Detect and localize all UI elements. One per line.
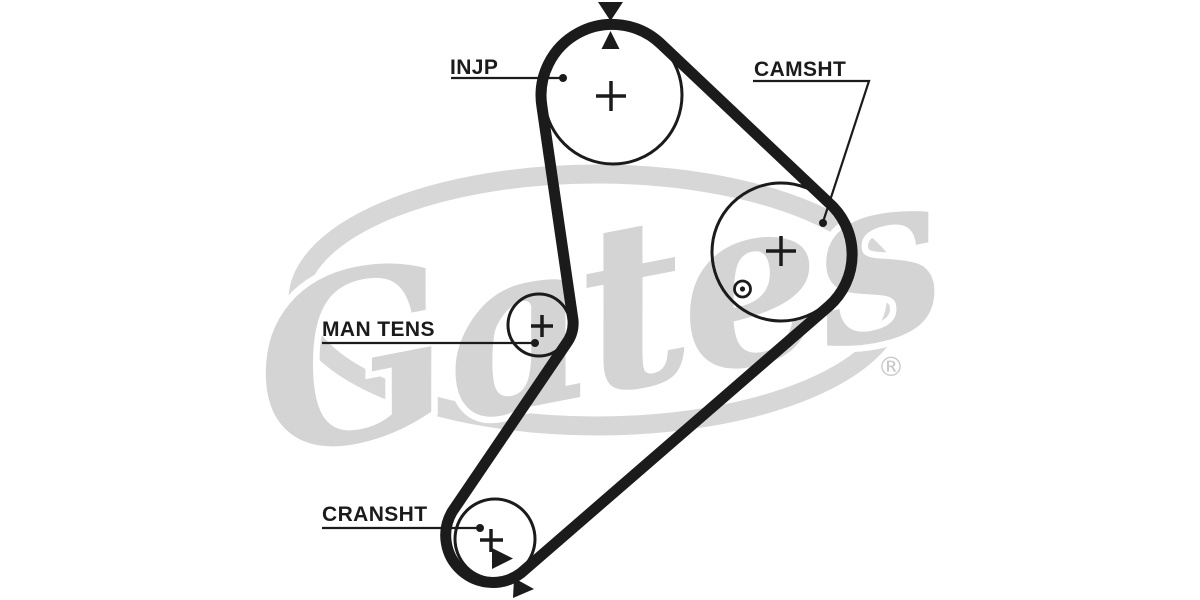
injp-center-cross [596, 81, 626, 111]
center-cross-marks [480, 81, 796, 552]
camsht-label: CAMSHT [754, 58, 846, 81]
camsht-center-cross [766, 236, 796, 266]
top-timing-mark-lower-triangle-icon [601, 31, 620, 49]
man-tens-center-cross [531, 315, 553, 337]
man-tens-label: MAN TENS [322, 318, 435, 341]
injp-leader-dot [559, 74, 567, 82]
cransht-label: CRANSHT [322, 503, 427, 526]
camsht-leader-dot [819, 219, 827, 227]
gates-watermark: Gates ® [225, 107, 968, 517]
watermark-ellipse-ring [288, 164, 906, 436]
cransht-leader-dot [476, 524, 484, 532]
injp-label: INJP [450, 56, 498, 79]
camsht-dowel-mark-icon [733, 279, 752, 299]
registered-trademark-icon: ® [878, 352, 905, 383]
leader-lines [322, 76, 871, 530]
cransht-center-cross [480, 529, 503, 552]
crank-timing-mark-outer-triangle-icon [513, 578, 534, 598]
man-tens-leader-dot [531, 339, 539, 347]
camsht-leader-line [753, 79, 871, 223]
leader-dots [476, 74, 827, 532]
top-timing-mark-upper-triangle-icon [598, 2, 623, 21]
timing-marks [492, 2, 623, 598]
crank-timing-mark-inner-triangle-icon [492, 548, 513, 569]
